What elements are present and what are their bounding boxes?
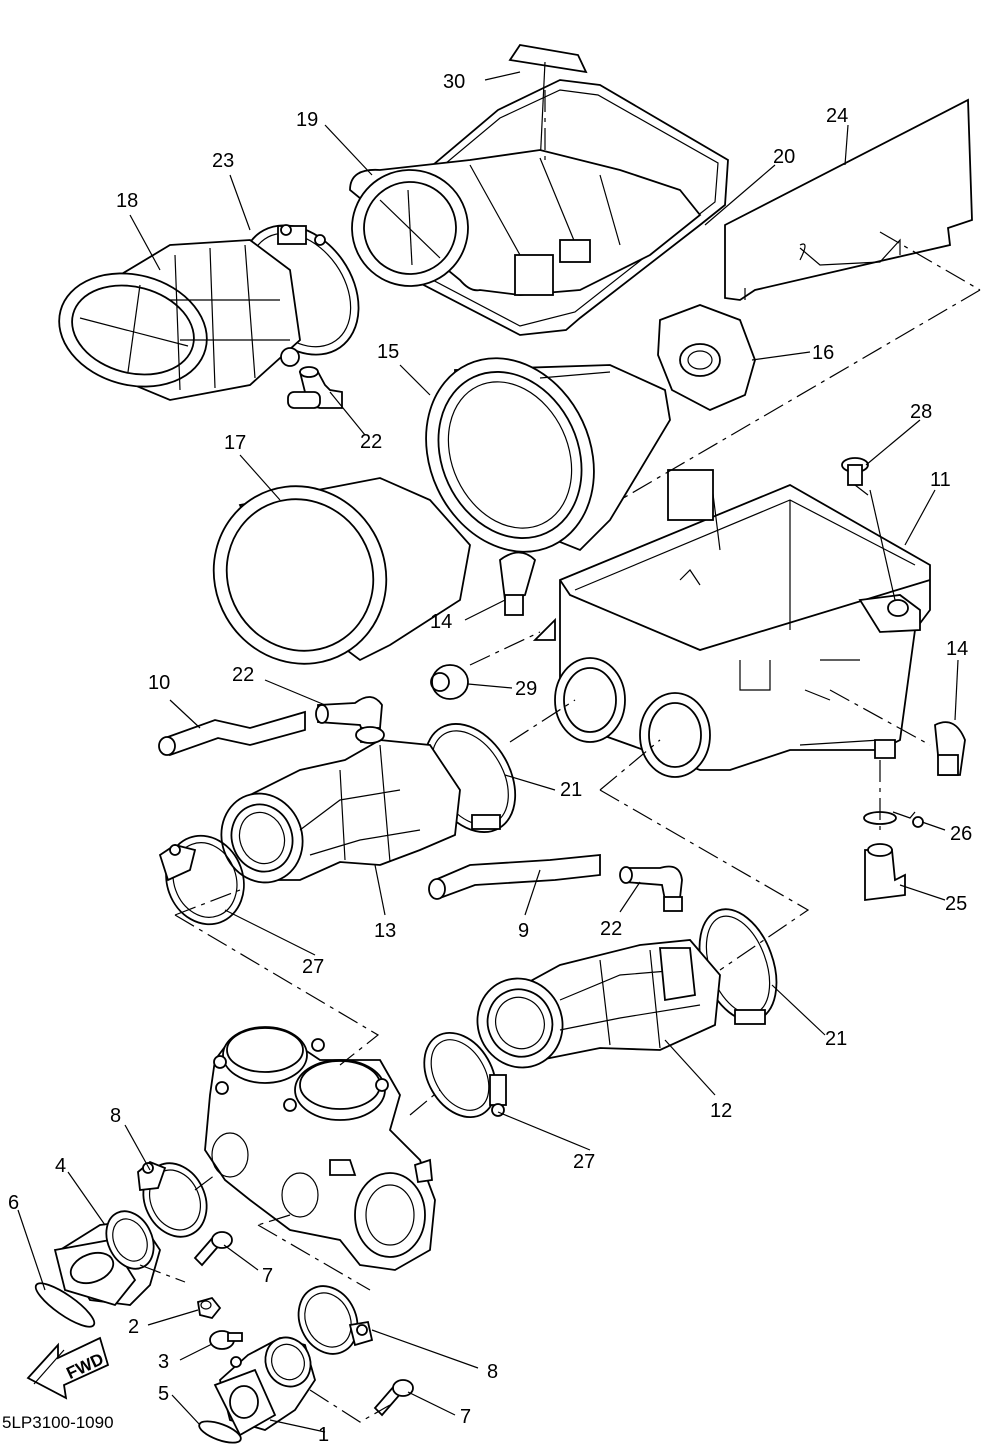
part-10-hose	[158, 710, 306, 757]
label-6: 6	[8, 1192, 19, 1214]
label-11: 11	[930, 469, 951, 491]
label-28: 28	[910, 401, 932, 423]
part-20-gasket	[355, 79, 729, 336]
label-17: 17	[224, 432, 246, 454]
label-7b: 7	[460, 1406, 471, 1428]
label-9: 9	[518, 920, 529, 942]
label-15: 15	[377, 341, 399, 363]
part-23-clamp	[240, 224, 360, 356]
label-4: 4	[55, 1155, 66, 1177]
label-1: 1	[318, 1424, 329, 1444]
label-14b: 14	[946, 638, 968, 660]
label-14a: 14	[430, 611, 452, 633]
label-25: 25	[945, 893, 967, 915]
part-2-nut	[196, 1296, 222, 1320]
label-2: 2	[128, 1316, 139, 1338]
label-16: 16	[812, 342, 834, 364]
label-30: 30	[443, 71, 465, 93]
label-18: 18	[116, 190, 138, 212]
label-12: 12	[710, 1100, 732, 1122]
part-1-joint	[213, 1336, 316, 1437]
part-14-clip-left	[499, 551, 537, 616]
label-22c: 22	[600, 918, 622, 940]
assembly-center-lines	[139, 90, 981, 1423]
part-25-drain-plug	[864, 843, 906, 902]
part-27-clamp-upper	[158, 834, 245, 926]
label-8b: 8	[487, 1361, 498, 1383]
part-22-elbow-top	[287, 366, 343, 409]
part-3-clamp	[209, 1330, 243, 1350]
part-12-intake-joint	[476, 939, 721, 1069]
label-10: 10	[148, 672, 170, 694]
leader-lines	[17, 71, 959, 1433]
label-22a: 22	[360, 431, 382, 453]
part-8-clamp-upper	[137, 1160, 208, 1238]
fwd-arrow	[26, 1336, 110, 1400]
part-7-bolt-upper	[193, 1231, 233, 1267]
part-28-bolt	[841, 457, 869, 496]
label-22b: 22	[232, 664, 254, 686]
part-24-plate	[724, 98, 973, 301]
label-24: 24	[826, 105, 848, 127]
part-26-clip	[863, 811, 924, 828]
part-30-label-sticker	[508, 44, 588, 166]
label-21a: 21	[560, 779, 582, 801]
label-27a: 27	[302, 956, 324, 978]
label-13: 13	[374, 920, 396, 942]
part-9-hose	[428, 854, 601, 900]
label-8a: 8	[110, 1105, 121, 1127]
part-13-intake-joint	[220, 726, 461, 884]
part-8-clamp-lower	[297, 1285, 374, 1355]
part-27-clamp-lower	[423, 1031, 507, 1119]
label-27b: 27	[573, 1151, 595, 1173]
part-6-o-ring	[34, 1282, 96, 1328]
part-4-joint	[53, 1210, 161, 1307]
label-19: 19	[296, 109, 318, 131]
label-20: 20	[773, 146, 795, 168]
part-29-grommet	[430, 617, 556, 700]
label-7a: 7	[262, 1265, 273, 1287]
part-labels: 30 19 24 23 20 18 16 15 22 28 17 11 14 1…	[8, 71, 972, 1444]
part-11-air-box	[554, 469, 931, 778]
diagram-code: 5LP3100-1090	[2, 1413, 114, 1432]
label-3: 3	[158, 1351, 169, 1373]
label-21b: 21	[825, 1028, 847, 1050]
part-15-filter-holder	[425, 357, 671, 553]
label-26: 26	[950, 823, 972, 845]
part-17-air-filter	[212, 477, 471, 665]
label-29: 29	[515, 678, 537, 700]
carburetor-assembly	[204, 1026, 436, 1271]
part-18-intake-duct	[58, 239, 301, 401]
part-16-damper	[657, 304, 756, 411]
label-23: 23	[212, 150, 234, 172]
part-19-air-box-cover	[349, 149, 702, 296]
label-5: 5	[158, 1383, 169, 1405]
part-14-clip-right	[934, 721, 966, 776]
part-22-elbow-bottom	[619, 865, 683, 912]
